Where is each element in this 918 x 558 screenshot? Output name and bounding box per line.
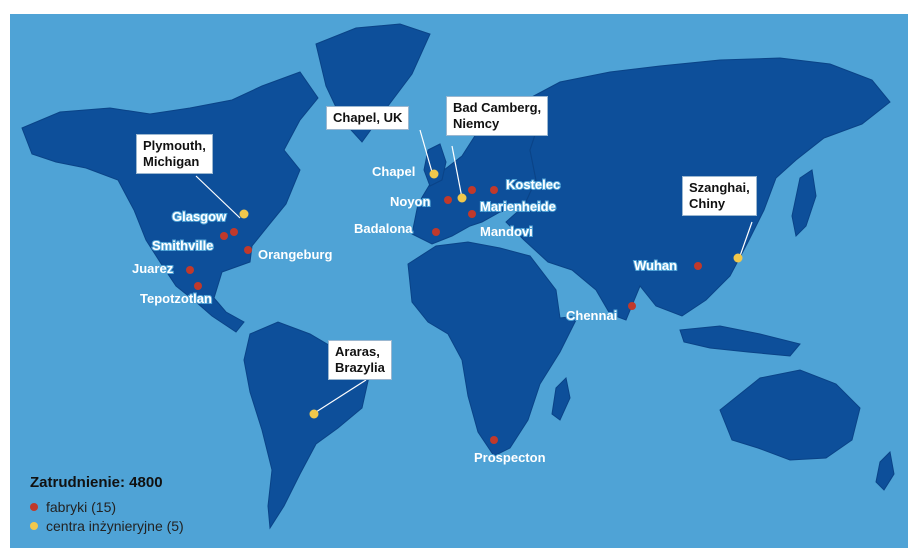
callout-araras-line1: Araras, bbox=[335, 344, 380, 359]
marker-kostelec bbox=[490, 186, 498, 194]
label-smithville: Smithville bbox=[152, 238, 213, 253]
label-kostelec: Kostelec bbox=[506, 177, 560, 192]
marker-chennai bbox=[628, 302, 636, 310]
callout-line-plymouth bbox=[195, 175, 241, 219]
label-juarez: Juarez bbox=[132, 261, 174, 276]
label-wuhan: Wuhan bbox=[634, 258, 677, 273]
label-marienheide: Marienheide bbox=[480, 199, 556, 214]
great-britain bbox=[423, 143, 447, 187]
japan bbox=[791, 169, 817, 238]
marker-tepotzotlan bbox=[194, 282, 202, 290]
marker-orangeburg bbox=[244, 246, 252, 254]
callout-plymouth-line2: Michigan bbox=[143, 154, 200, 169]
callout-line-araras bbox=[315, 379, 367, 413]
marker-germany-factory bbox=[468, 186, 476, 194]
marker-marienheide bbox=[468, 210, 476, 218]
label-tepotzotlan: Tepotzotlan bbox=[140, 291, 212, 306]
callout-szanghai-line1: Szanghai, bbox=[689, 180, 750, 195]
australia bbox=[719, 369, 861, 461]
marker-noyon bbox=[444, 196, 452, 204]
marker-juarez bbox=[186, 266, 194, 274]
label-orangeburg: Orangeburg bbox=[258, 247, 332, 262]
marker-glasgow bbox=[239, 209, 249, 219]
legend-engineering-label: centra inżynieryjne (5) bbox=[46, 518, 184, 534]
factory-dot-icon bbox=[30, 503, 38, 511]
label-mandovi: Mandovi bbox=[480, 224, 533, 239]
marker-araras bbox=[309, 409, 319, 419]
callout-chapel-uk: Chapel, UK bbox=[326, 106, 410, 130]
marker-smithville-2 bbox=[230, 228, 238, 236]
legend-factories: fabryki (15) bbox=[30, 499, 184, 515]
marker-badalona bbox=[432, 228, 440, 236]
engineering-dot-icon bbox=[30, 522, 38, 530]
marker-smithville-1 bbox=[220, 232, 228, 240]
callout-araras-line2: Brazylia bbox=[335, 360, 385, 375]
markers bbox=[186, 169, 743, 444]
africa bbox=[407, 241, 579, 457]
place-labels: Glasgow Smithville Orangeburg Juarez Tep… bbox=[131, 163, 678, 466]
label-chennai: Chennai bbox=[566, 308, 617, 323]
new-zealand bbox=[875, 450, 895, 491]
label-badalona: Badalona bbox=[354, 221, 413, 236]
callout-araras: Araras, Brazylia bbox=[328, 340, 392, 380]
legend-title: Zatrudnienie: 4800 bbox=[30, 474, 163, 491]
label-noyon: Noyon bbox=[390, 194, 431, 209]
label-glasgow: Glasgow bbox=[172, 209, 227, 224]
marker-prospecton bbox=[490, 436, 498, 444]
legend-factories-label: fabryki (15) bbox=[46, 499, 117, 515]
marker-wuhan bbox=[694, 262, 702, 270]
callout-szanghai-line2: Chiny bbox=[689, 196, 726, 211]
callout-plymouth: Plymouth, Michigan bbox=[136, 134, 213, 174]
label-chapel: Chapel bbox=[372, 164, 415, 179]
callout-line-szanghai bbox=[739, 221, 753, 257]
marker-bad-camberg bbox=[457, 193, 467, 203]
legend-engineering: centra inżynieryjne (5) bbox=[30, 518, 184, 534]
callout-line-chapel bbox=[419, 129, 433, 173]
callout-szanghai: Szanghai, Chiny bbox=[682, 176, 757, 216]
legend: Zatrudnienie: 4800 fabryki (15) centra i… bbox=[30, 474, 184, 537]
marker-shanghai bbox=[733, 253, 743, 263]
callout-line-bad-camberg bbox=[451, 145, 463, 199]
north-america bbox=[21, 71, 319, 333]
callout-bad-camberg-line2: Niemcy bbox=[453, 116, 500, 131]
callout-bad-camberg-line1: Bad Camberg, bbox=[453, 100, 542, 115]
callout-bad-camberg: Bad Camberg, Niemcy bbox=[446, 96, 549, 136]
marker-chapel bbox=[429, 169, 439, 179]
label-prospecton: Prospecton bbox=[474, 450, 546, 465]
indonesia bbox=[679, 325, 801, 357]
callout-plymouth-line1: Plymouth, bbox=[143, 138, 206, 153]
madagascar bbox=[551, 376, 571, 421]
callout-chapel-line1: Chapel, UK bbox=[333, 110, 403, 125]
